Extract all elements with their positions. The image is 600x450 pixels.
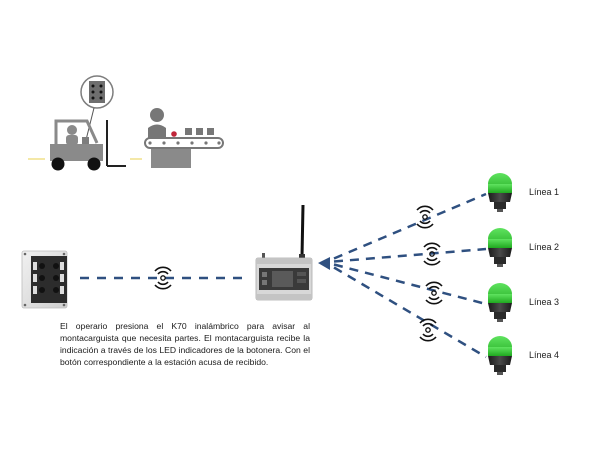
led-indicator-icon — [488, 283, 512, 322]
line-label-1: Línea 1 — [529, 187, 560, 197]
line-label-3: Línea 3 — [529, 297, 560, 307]
wireless-link-line-3 — [333, 263, 487, 306]
arrow-head-icon — [318, 257, 330, 270]
wireless-link-line-2 — [333, 247, 487, 263]
wireless-link-line-4 — [333, 266, 487, 359]
wireless-link-line-1 — [333, 192, 487, 260]
pushbutton-enclosure-icon — [21, 250, 68, 309]
din-rail-controller-icon — [255, 204, 313, 301]
led-indicator-icon — [488, 228, 512, 267]
red-button-icon — [171, 131, 177, 137]
description-text: El operario presiona el K70 inalámbrico … — [60, 321, 310, 367]
forklift-operator-icon — [50, 75, 126, 171]
line-label-4: Línea 4 — [529, 350, 560, 360]
line-label-2: Línea 2 — [529, 242, 560, 252]
conveyor-operator-icon — [144, 108, 224, 168]
pushbutton-mini-icon — [89, 81, 105, 103]
wireless-signal-icon — [416, 205, 434, 229]
antenna-icon — [300, 204, 305, 258]
fan-out-links — [333, 192, 487, 359]
wireless-signal-icon — [425, 281, 443, 305]
led-indicator-icon — [488, 336, 512, 375]
led-indicator-icon — [488, 173, 512, 212]
led-indicators — [488, 173, 512, 375]
wireless-signal-icon — [419, 318, 437, 342]
